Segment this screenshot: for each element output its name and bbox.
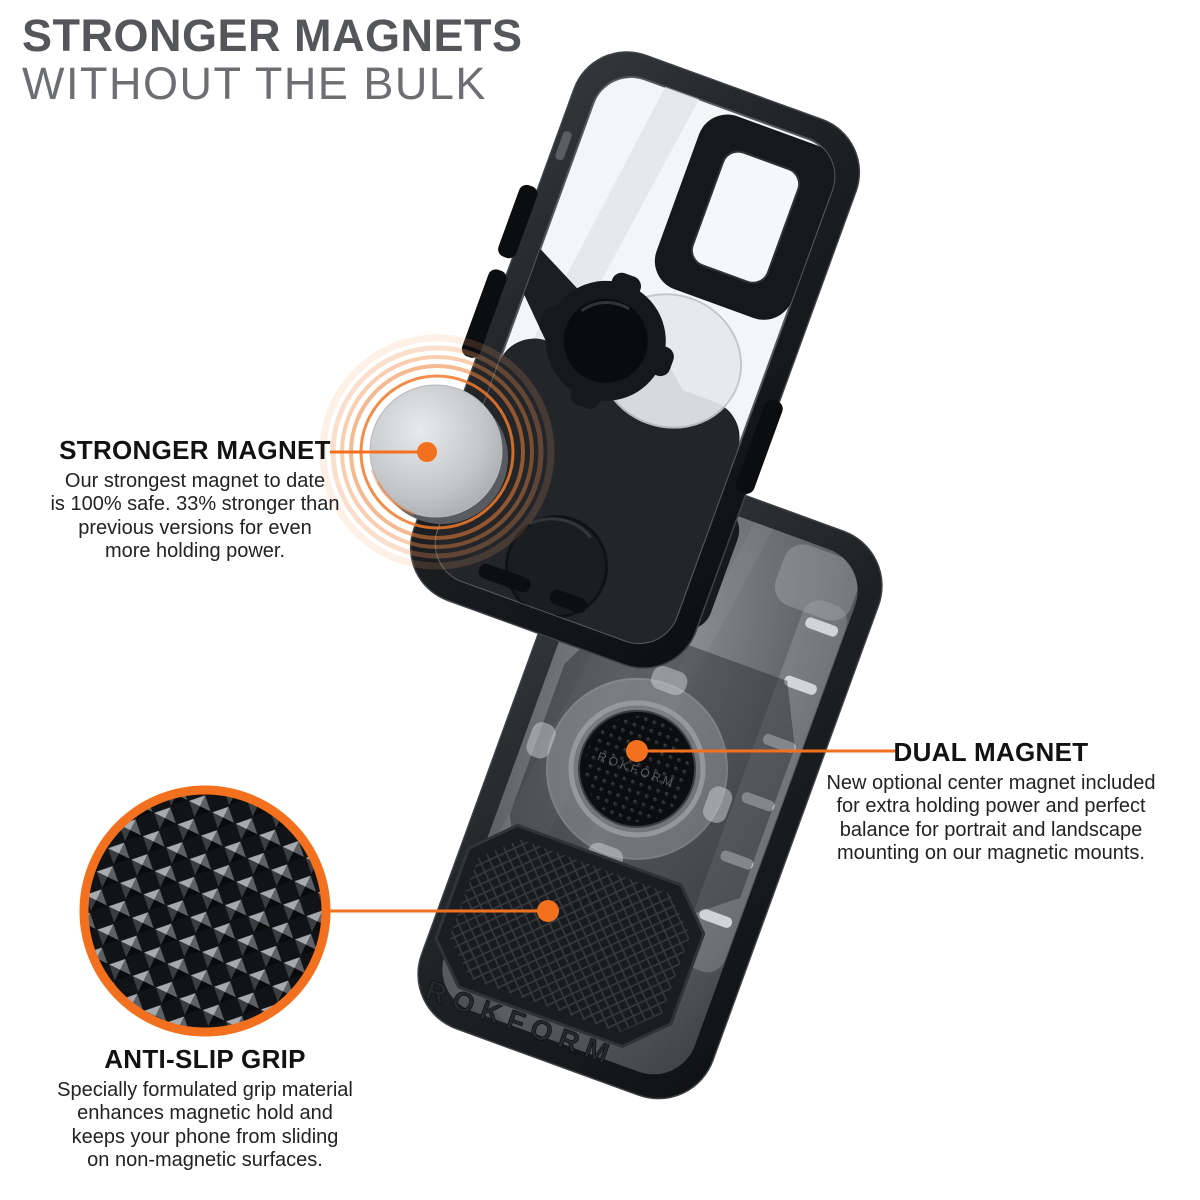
callout-dual-magnet: DUAL MAGNET New optional center magnet i… <box>825 737 1157 866</box>
callout-anti-slip-grip: ANTI-SLIP GRIP Specially formulated grip… <box>30 1044 380 1173</box>
camera-cutout <box>654 114 837 320</box>
title-line-2: WITHOUT THE BULK <box>22 57 487 109</box>
callout-dot-dual-magnet <box>626 740 648 762</box>
anti-slip-grip-panel <box>434 823 706 1049</box>
callout-dual-magnet-body: New optional center magnet included for … <box>826 772 1156 865</box>
crystal-case: ROKFORM ROKFORM <box>417 460 883 1100</box>
frame-notch <box>555 131 572 161</box>
lock-tabs <box>526 665 733 872</box>
callout-stronger-magnet: STRONGER MAGNET Our strongest magnet to … <box>30 435 360 564</box>
callout-connectors <box>326 442 898 922</box>
title-line-1: STRONGER MAGNETS <box>22 10 523 61</box>
center-magnet: ROKFORM <box>526 665 733 872</box>
grip-texture-magnifier <box>79 785 331 1037</box>
side-buttons <box>461 184 783 494</box>
callout-stronger-magnet-body: Our strongest magnet to date is 100% saf… <box>50 470 340 563</box>
callout-dual-magnet-title: DUAL MAGNET <box>893 737 1089 767</box>
callout-dot-anti-slip-grip <box>537 900 559 922</box>
magnet-glow-rings <box>319 334 555 570</box>
callout-anti-slip-grip-title: ANTI-SLIP GRIP <box>104 1044 306 1074</box>
rugged-case <box>409 51 861 669</box>
callout-anti-slip-grip-body: Specially formulated grip material enhan… <box>57 1079 353 1172</box>
ladder-rungs <box>699 617 839 928</box>
callout-stronger-magnet-title: STRONGER MAGNET <box>59 435 331 465</box>
page-title: STRONGER MAGNETS WITHOUT THE BULK <box>22 12 523 107</box>
roklock-mount <box>539 272 743 429</box>
callout-dot-stronger-magnet <box>417 442 437 462</box>
